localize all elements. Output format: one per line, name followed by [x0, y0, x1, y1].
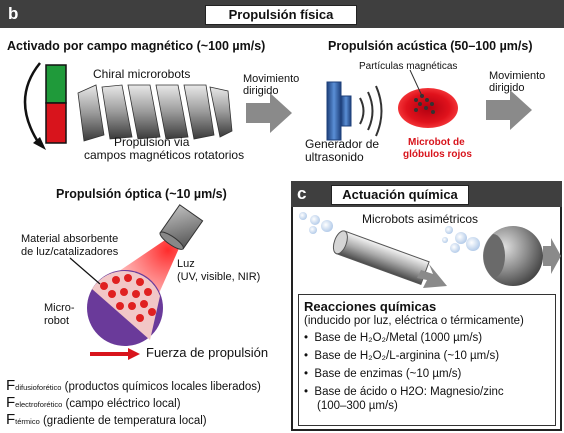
- generator-label-1: Generador de: [305, 137, 380, 151]
- panel-b-title: Propulsión física: [205, 5, 357, 25]
- catalyst-dots: [100, 274, 156, 322]
- reaction-item-continued: (100–300 µm/s): [317, 400, 398, 412]
- force-row: Ftérmico (gradiente de temperatura local…: [6, 411, 207, 428]
- micro-label-2: robot: [44, 315, 70, 327]
- light-label-1: Luz: [177, 258, 195, 270]
- propulsion-force-arrow-icon: [128, 348, 140, 360]
- force-label: Fuerza de propulsión: [146, 345, 269, 360]
- reaction-item: • Base de enzimas (~10 µm/s): [304, 368, 462, 380]
- reaction-item: • Base de H₂O₂/L-arginina (~10 µm/s): [304, 350, 500, 362]
- ultrasound-generator-icon: [326, 81, 342, 141]
- sound-wave-icon: [359, 97, 365, 125]
- reactions-title: Reacciones químicas: [304, 299, 437, 314]
- bullet-icon: •: [304, 386, 315, 398]
- reactions-box: [298, 294, 556, 426]
- bubbles: [299, 212, 480, 253]
- force-row: Felectroforético (campo eléctrico local): [6, 394, 181, 411]
- magnetic-particles: [414, 94, 435, 114]
- tube-direction-arrow-icon: [417, 264, 447, 288]
- reactions-subtitle: (inducido por luz, eléctrica o térmicame…: [304, 315, 524, 327]
- asymmetric-microbots-label: Microbots asimétricos: [362, 212, 479, 226]
- magnet-north: [45, 64, 67, 104]
- panel-c-letter: c: [297, 184, 307, 203]
- rbc-label-1: Microbot de: [408, 137, 465, 148]
- acoustic-direction-arrow-icon: [486, 90, 532, 130]
- optical-heading: Propulsión óptica (~10 µm/s): [56, 187, 227, 201]
- generator-label-2: ultrasonido: [305, 150, 364, 164]
- magnetic-direction-1: Movimiento: [243, 73, 300, 85]
- magnet-south: [45, 102, 67, 144]
- bullet-icon: •: [304, 350, 315, 362]
- magnetic-diagram: [23, 62, 292, 150]
- acoustic-direction-1: Movimiento: [489, 70, 546, 82]
- rbc-label-2: glóbulos rojos: [403, 149, 472, 160]
- magnetic-direction-arrow-icon: [246, 93, 292, 133]
- light-source-icon: [159, 204, 204, 250]
- absorber-label-1: Material absorbente: [21, 233, 119, 245]
- forces-list: Fdifusioforético (productos químicos loc…: [6, 378, 261, 429]
- force-row: Fdifusioforético (productos químicos loc…: [6, 377, 261, 394]
- panel-b-letter: b: [8, 4, 19, 23]
- chiral-label: Chiral microrobots: [93, 67, 191, 81]
- bullet-icon: •: [304, 332, 315, 344]
- absorber-cap: [92, 271, 160, 340]
- optical-diagram: [69, 204, 204, 360]
- magnetic-caption-2: campos magnéticos rotatorios: [84, 148, 245, 162]
- magnetic-heading: Activado por campo magnético (~100 µm/s): [7, 39, 266, 53]
- tubular-microbot-icon: [332, 230, 430, 286]
- sphere-direction-arrow-icon: [543, 238, 561, 274]
- chemical-diagram: [299, 212, 561, 288]
- micro-label-1: Micro-: [44, 302, 75, 314]
- acoustic-heading: Propulsión acústica (50–100 µm/s): [328, 39, 533, 53]
- acoustic-direction-2: dirigido: [489, 82, 525, 94]
- particles-label: Partículas magnéticas: [359, 61, 458, 72]
- light-label-2: (UV, visible, NIR): [177, 271, 261, 283]
- magnetic-caption-1: Propulsion via: [114, 135, 190, 149]
- rotation-arrow-icon: [23, 62, 42, 146]
- reactions-list: • Base de H₂O₂/Metal (1000 µm/s) • Base …: [304, 331, 554, 413]
- reaction-item: • Base de ácido o H2O: Magnesio/zinc: [304, 386, 504, 398]
- reaction-item: • Base de H₂O₂/Metal (1000 µm/s): [304, 332, 483, 344]
- panel-c-title: Actuación química: [331, 185, 469, 205]
- magnetic-direction-2: dirigido: [243, 85, 279, 97]
- bullet-icon: •: [304, 368, 315, 380]
- acoustic-diagram: [326, 69, 532, 141]
- chiral-microrobot-icon: [77, 84, 233, 142]
- absorber-label-2: de luz/catalizadores: [21, 246, 119, 258]
